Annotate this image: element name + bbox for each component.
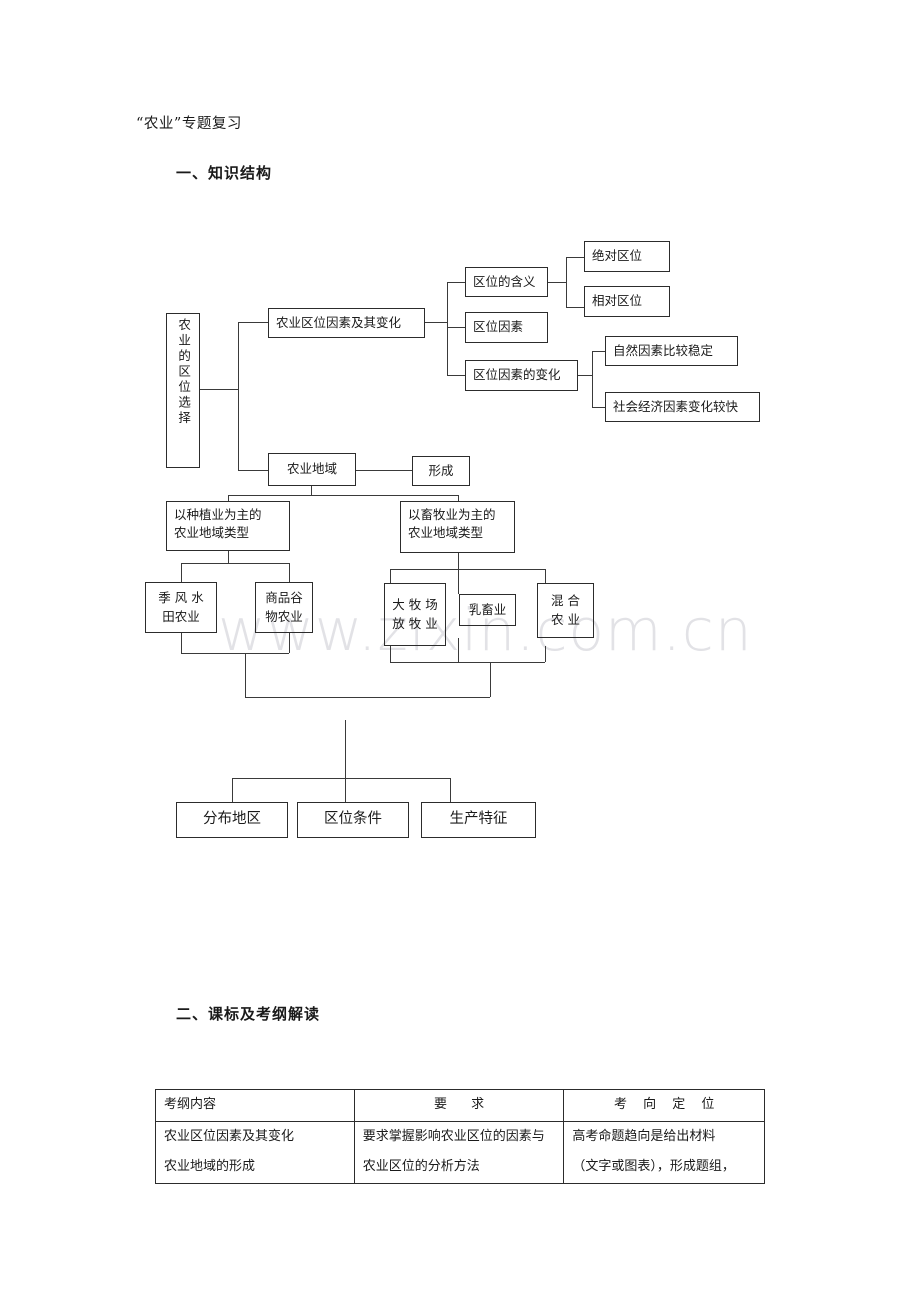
connector-to-factor-change bbox=[447, 375, 465, 376]
node-mixed-agriculture[interactable]: 混 合 农 业 bbox=[537, 583, 594, 638]
connector-to-monsoon bbox=[181, 563, 182, 582]
node-socioeconomic-factors-change-fast[interactable]: 社会经济因素变化较快 bbox=[605, 392, 760, 422]
section-heading-knowledge-structure: 一、知识结构 bbox=[176, 164, 273, 182]
connector-to-relative bbox=[566, 307, 584, 308]
connector-change-spine bbox=[592, 351, 593, 407]
connector-to-planting bbox=[228, 495, 229, 501]
connector-mixed-down bbox=[545, 646, 546, 662]
connector-to-ranch bbox=[390, 569, 391, 583]
node-commercial-line-1: 商品谷 bbox=[265, 590, 303, 606]
node-husbandry-line-1: 以畜牧业为主的 bbox=[408, 507, 496, 522]
connector-meaning-stem bbox=[548, 282, 566, 283]
connector-root-spine bbox=[238, 322, 239, 470]
node-relative-location[interactable]: 相对区位 bbox=[584, 286, 670, 317]
node-planting-line-1: 以种植业为主的 bbox=[174, 507, 262, 522]
node-ranch-line-2: 放 牧 业 bbox=[392, 615, 438, 631]
connector-left-bus-down bbox=[245, 653, 246, 697]
connector-meaning-spine bbox=[566, 257, 567, 307]
section-heading-syllabus-interpretation: 二、课标及考纲解读 bbox=[176, 1005, 321, 1023]
connector-right-trio-gather bbox=[390, 662, 545, 663]
connector-root-to-region bbox=[238, 470, 268, 471]
node-location-factors[interactable]: 区位因素 bbox=[465, 312, 548, 343]
connector-to-natural bbox=[592, 351, 605, 352]
table-header-content: 考纲内容 bbox=[155, 1089, 355, 1122]
table-header-orientation: 考 向 定 位 bbox=[563, 1089, 765, 1122]
connector-types-bus bbox=[228, 495, 458, 496]
connector-main-gather bbox=[245, 697, 490, 698]
connector-to-absolute bbox=[566, 257, 584, 258]
connector-to-production bbox=[450, 778, 451, 802]
node-formation[interactable]: 形成 bbox=[412, 456, 470, 486]
table-cell-orientation-2: （文字或图表），形成题组， bbox=[563, 1152, 765, 1184]
connector-root-to-factors bbox=[238, 322, 268, 323]
node-commercial-grain-agriculture[interactable]: 商品谷 物农业 bbox=[255, 582, 313, 633]
table-row: 农业地域的形成 农业区位的分析方法 （文字或图表），形成题组， bbox=[155, 1152, 765, 1184]
connector-to-commercial bbox=[289, 563, 290, 582]
site-watermark: www.zixin.com.cn bbox=[218, 596, 753, 664]
connector-right-bus-down bbox=[490, 662, 491, 697]
connector-to-socioecon bbox=[592, 407, 605, 408]
node-large-scale-ranching[interactable]: 大 牧 场 放 牧 业 bbox=[384, 583, 446, 646]
node-distribution-area[interactable]: 分布地区 bbox=[176, 802, 288, 838]
node-monsoon-line-1: 季 风 水 bbox=[158, 590, 204, 606]
node-ranch-line-1: 大 牧 场 bbox=[392, 597, 438, 613]
connector-ranch-down bbox=[390, 646, 391, 662]
table-cell-requirement-2: 农业区位的分析方法 bbox=[353, 1152, 565, 1184]
node-dairy-farming[interactable]: 乳畜业 bbox=[459, 594, 516, 626]
node-agricultural-location-factors-and-changes[interactable]: 农业区位因素及其变化 bbox=[268, 308, 425, 338]
table-cell-orientation-1: 高考命题趋向是给出材料 bbox=[563, 1120, 765, 1152]
node-root-agriculture-location-choice[interactable]: 农业的区位选择 bbox=[166, 313, 200, 468]
node-production-characteristics[interactable]: 生产特征 bbox=[421, 802, 536, 838]
node-changes-of-location-factors[interactable]: 区位因素的变化 bbox=[465, 360, 578, 391]
connector-to-mixed bbox=[545, 569, 546, 583]
connector-outcome-bus bbox=[232, 778, 450, 779]
node-husbandry-line-2: 农业地域类型 bbox=[408, 525, 484, 541]
node-absolute-location[interactable]: 绝对区位 bbox=[584, 241, 670, 272]
connector-planting-down bbox=[228, 551, 229, 563]
table-cell-requirement-1: 要求掌握影响农业区位的因素与 bbox=[353, 1120, 565, 1152]
table-cell-content-2: 农业地域的形成 bbox=[155, 1152, 355, 1184]
connector-outcome-stem bbox=[345, 720, 346, 778]
connector-to-factors-box bbox=[447, 327, 465, 328]
connector-change-stem bbox=[578, 375, 592, 376]
node-location-conditions[interactable]: 区位条件 bbox=[297, 802, 409, 838]
connector-region-to-formation bbox=[356, 470, 412, 471]
node-commercial-line-2: 物农业 bbox=[265, 608, 303, 624]
connector-husbandry-bus bbox=[390, 569, 545, 570]
connector-monsoon-down bbox=[181, 633, 182, 653]
connector-to-dairy bbox=[458, 569, 459, 594]
node-agricultural-region[interactable]: 农业地域 bbox=[268, 453, 356, 486]
connector-to-distribution bbox=[232, 778, 233, 802]
table-row: 农业区位因素及其变化 要求掌握影响农业区位的因素与 高考命题趋向是给出材料 bbox=[155, 1120, 765, 1152]
node-monsoon-line-2: 田农业 bbox=[162, 608, 200, 624]
connector-root-stem bbox=[200, 389, 238, 390]
connector-dairy-down bbox=[458, 638, 459, 662]
connector-factors-stem bbox=[425, 322, 447, 323]
node-monsoon-paddy-agriculture[interactable]: 季 风 水 田农业 bbox=[145, 582, 217, 633]
connector-region-down bbox=[311, 486, 312, 495]
table-header-requirement: 要 求 bbox=[353, 1089, 565, 1122]
connector-to-husbandry bbox=[458, 495, 459, 501]
table-header-row: 考纲内容 要 求 考 向 定 位 bbox=[155, 1089, 765, 1122]
table-cell-content-1: 农业区位因素及其变化 bbox=[155, 1120, 355, 1152]
document-title: “农业”专题复习 bbox=[136, 116, 242, 132]
connector-factors-spine bbox=[447, 282, 448, 375]
node-planting-dominated-region-type[interactable]: 以种植业为主的 农业地域类型 bbox=[166, 501, 290, 551]
node-planting-line-2: 农业地域类型 bbox=[174, 525, 250, 541]
connector-husbandry-down bbox=[458, 553, 459, 569]
connector-to-meaning bbox=[447, 282, 465, 283]
connector-commercial-down bbox=[289, 633, 290, 653]
connector-planting-bus bbox=[181, 563, 289, 564]
knowledge-structure-diagram: 农业的区位选择 农业区位因素及其变化 区位的含义 绝对区位 相对区位 区位因素 … bbox=[145, 241, 760, 838]
connector-left-pair-gather bbox=[181, 653, 289, 654]
connector-to-conditions bbox=[345, 778, 346, 802]
node-mixed-line-1: 混 合 bbox=[551, 593, 580, 609]
node-natural-factors-relatively-stable[interactable]: 自然因素比较稳定 bbox=[605, 336, 738, 366]
node-husbandry-dominated-region-type[interactable]: 以畜牧业为主的 农业地域类型 bbox=[400, 501, 515, 553]
node-mixed-line-2: 农 业 bbox=[551, 611, 580, 627]
syllabus-table: 考纲内容 要 求 考 向 定 位 农业区位因素及其变化 要求掌握影响农业区位的因… bbox=[155, 1089, 765, 1184]
node-meaning-of-location[interactable]: 区位的含义 bbox=[465, 267, 548, 297]
